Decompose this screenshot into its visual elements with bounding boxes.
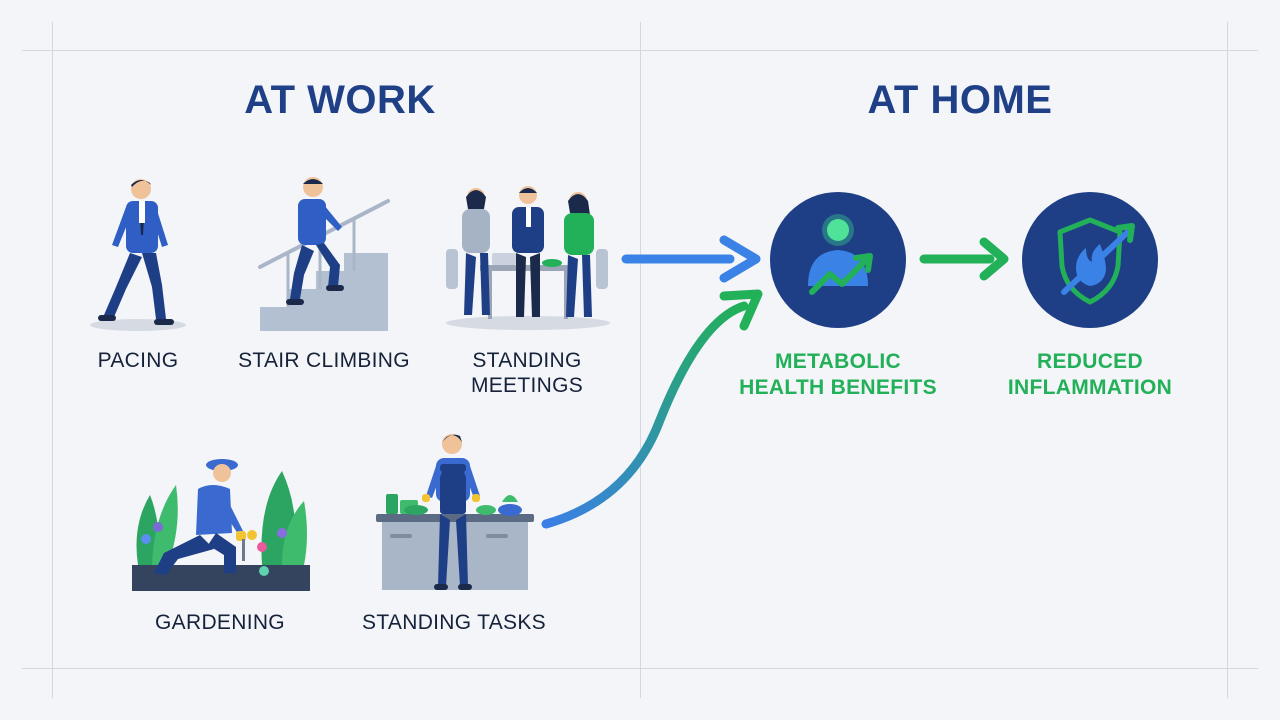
pacing-label: PACING: [97, 349, 179, 372]
gardening-label: GARDENING: [155, 611, 285, 634]
center-divider-line: [640, 22, 641, 698]
gardener-icon: [132, 459, 310, 591]
kitchen-worker-icon: [376, 434, 534, 590]
standing-tasks-label: STANDING TASKS: [362, 611, 546, 634]
inflammation-label-line1: REDUCED: [1037, 350, 1143, 373]
standing-meetings-label-line1: STANDING: [472, 349, 582, 372]
left-guide-line: [52, 22, 53, 698]
standing-meetings-label-line2: MEETINGS: [470, 374, 584, 397]
shield-flame-icon: [1022, 192, 1158, 328]
metabolic-to-inflammation-arrow: [919, 237, 1009, 281]
walking-person-icon: [90, 179, 186, 331]
metabolic-label-line2: HEALTH BENEFITS: [739, 376, 937, 399]
at-work-title: AT WORK: [244, 78, 436, 122]
inflammation-label-line2: INFLAMMATION: [1007, 376, 1173, 399]
stair-climbing-label: STAIR CLIMBING: [238, 349, 410, 372]
stair-climber-icon: [258, 177, 390, 331]
at-home-title: AT HOME: [867, 78, 1053, 122]
metabolic-label-line1: METABOLIC: [775, 350, 901, 373]
meeting-to-metabolic-arrow: [621, 235, 761, 283]
tasks-to-metabolic-curve-arrow: [541, 289, 763, 529]
meeting-group-icon: [446, 186, 610, 330]
metabolic-person-chart-icon: [770, 192, 906, 328]
right-guide-line: [1227, 22, 1228, 698]
